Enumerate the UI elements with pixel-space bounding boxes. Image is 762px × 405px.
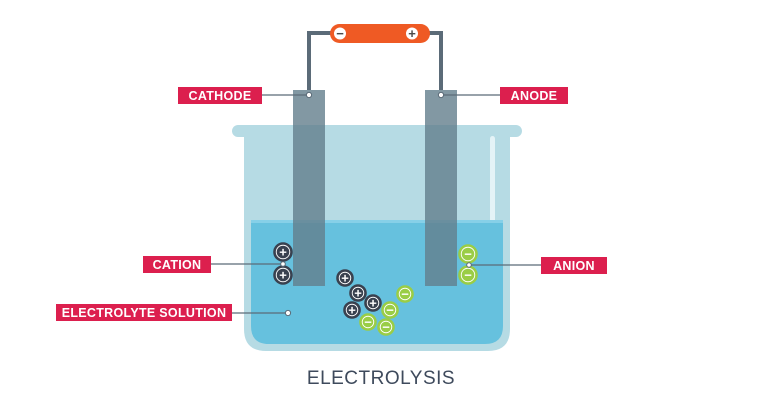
cathode-label: CATHODE [178,87,262,104]
plus-sign: + [354,285,362,300]
diagram-caption: ELECTROLYSIS [307,368,455,389]
cation-in-solution: + [349,284,367,302]
cation-at-cathode: + [273,242,293,262]
anion-in-solution: − [377,318,395,336]
wire-anode [424,31,443,90]
plus-sign: + [279,267,287,282]
anion-in-solution: − [381,301,399,319]
minus-sign: − [401,286,409,301]
minus-sign: − [464,267,472,282]
minus-sign: − [364,314,372,329]
cation-in-solution: + [336,269,354,287]
cation-in-solution: + [364,294,382,312]
svg-text:CATHODE: CATHODE [189,89,252,103]
ions-layer: ++++++−−−−−− [273,242,478,336]
electrolyte-label: ELECTROLYTE SOLUTION [56,304,232,321]
svg-text:ANION: ANION [553,259,595,273]
minus-sign: − [464,246,472,261]
anode-label: ANODE [500,87,568,104]
anion-in-solution: − [359,313,377,331]
cathode-electrode [293,90,325,286]
battery-negative-sign: − [336,26,344,41]
svg-text:ELECTROLYTE SOLUTION: ELECTROLYTE SOLUTION [62,306,227,320]
cation-at-cathode: + [273,265,293,285]
battery-positive-terminal [406,27,418,40]
plus-sign: + [341,270,349,285]
anion-at-anode: − [458,265,478,285]
anion-at-anode: − [458,244,478,264]
battery-negative-terminal [334,27,346,40]
minus-sign: − [382,319,390,334]
wire-cathode [307,31,338,90]
plus-sign: + [369,295,377,310]
plus-sign: + [279,244,287,259]
anion-label: ANION [541,257,607,274]
battery: − + [330,24,430,43]
svg-text:ANODE: ANODE [511,89,558,103]
anion-in-solution: − [396,285,414,303]
svg-text:CATION: CATION [153,258,202,272]
plus-sign: + [348,302,356,317]
minus-sign: − [386,302,394,317]
cation-in-solution: + [343,301,361,319]
cation-label: CATION [143,256,211,273]
battery-positive-sign: + [408,26,416,41]
anode-electrode [425,90,457,286]
